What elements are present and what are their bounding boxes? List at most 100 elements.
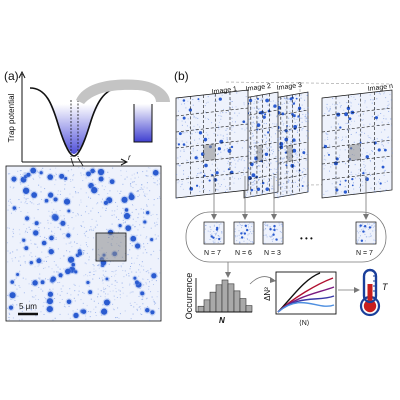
atom-spot: [46, 305, 53, 313]
image-n: [321, 89, 393, 199]
atom-spot: [71, 262, 76, 267]
atom-spot: [229, 170, 234, 175]
atom-spot: [243, 232, 247, 235]
atom-spot: [248, 98, 253, 103]
variance-x-label: ⟨N⟩: [299, 319, 310, 327]
atom-spot: [365, 155, 369, 159]
atom-spot: [188, 108, 193, 112]
atom-spot: [12, 206, 17, 210]
atom-spot: [30, 167, 37, 174]
atom-spot: [208, 179, 211, 182]
atom-spot: [24, 216, 30, 221]
atom-spot: [105, 277, 109, 281]
image-3: [273, 91, 309, 199]
atom-spot: [67, 209, 71, 213]
atom-spot: [272, 233, 275, 236]
atom-spot: [227, 148, 232, 153]
atom-spot: [31, 192, 38, 198]
image-2-label: Image 2: [245, 83, 271, 93]
trap-potential-well: [29, 87, 121, 157]
atom-spot: [264, 152, 269, 156]
atom-spot: [281, 112, 285, 116]
atom-spot: [97, 168, 105, 176]
crop-2-count: N = 6: [235, 250, 252, 257]
crop-n-count: N = 7: [356, 250, 373, 257]
atom-spot: [9, 292, 16, 299]
atom-spot: [302, 151, 306, 155]
trap-axes: [18, 70, 129, 166]
atom-spot: [203, 174, 206, 177]
atom-spot: [66, 233, 71, 238]
histogram-bar: [197, 305, 205, 313]
atom-spot: [250, 188, 254, 192]
image-n-label: Image n: [367, 83, 393, 93]
atom-spot: [351, 178, 354, 181]
atom-spot: [279, 142, 284, 146]
atom-spot: [362, 171, 365, 175]
image-1-label: Image 1: [211, 86, 237, 96]
atom-spot: [197, 98, 200, 101]
atom-spot: [359, 224, 362, 227]
histogram-bars: [197, 279, 253, 313]
atom-spot: [109, 179, 115, 185]
atom-spot: [269, 228, 272, 231]
atom-spot: [336, 112, 341, 117]
selected-region: [348, 143, 361, 161]
atom-spot: [47, 291, 54, 297]
atom-spot: [265, 187, 270, 191]
atom-spot: [275, 238, 278, 241]
variance-curves: [277, 272, 335, 313]
atom-spot: [65, 268, 71, 275]
atom-spot: [215, 171, 219, 175]
temperature-label: T: [382, 282, 389, 292]
atom-spot: [189, 187, 194, 191]
atom-spot: [343, 190, 348, 194]
atom-spot: [227, 168, 230, 171]
atom-spot: [33, 230, 39, 236]
atom-spot: [292, 102, 296, 105]
atom-spot: [290, 163, 295, 168]
atom-spot: [279, 145, 284, 150]
crops: [203, 221, 377, 245]
atom-spot: [134, 280, 139, 285]
trap-potential-axis-label: Trap potential: [7, 93, 16, 142]
atom-spot: [66, 299, 72, 305]
atom-spot: [339, 126, 342, 129]
atom-spot: [273, 104, 277, 108]
atom-spot: [297, 106, 302, 110]
selected-region: [95, 232, 127, 262]
atom-spot: [267, 109, 271, 113]
crop-1-count: N = 7: [204, 250, 221, 257]
atom-spot: [381, 165, 385, 169]
atom-spot: [60, 220, 66, 226]
atom-spot: [53, 197, 58, 202]
histogram-bar: [245, 305, 253, 313]
atom-spot: [11, 176, 17, 182]
atom-spot: [377, 148, 381, 152]
atom-spot: [218, 97, 222, 101]
atom-spot: [195, 184, 199, 187]
atom-spot: [151, 273, 157, 279]
atom-spot: [24, 246, 29, 251]
atom-spot: [77, 251, 83, 256]
atom-spot: [103, 200, 108, 205]
atom-spot: [182, 99, 186, 102]
atom-spot: [46, 298, 54, 305]
atom-spot: [212, 236, 215, 239]
atom-spot: [182, 116, 186, 120]
crop-image: [262, 221, 284, 245]
atom-spot: [48, 248, 54, 255]
atom-spot: [73, 312, 79, 319]
selected-region: [256, 144, 263, 162]
atom-spot: [273, 224, 276, 228]
atom-spot: [266, 131, 270, 134]
atom-spot: [178, 132, 182, 136]
atom-spot: [133, 276, 137, 280]
atom-spot: [177, 143, 181, 146]
atom-spot: [204, 163, 208, 168]
atom-spot: [26, 172, 31, 177]
atom-spot: [203, 137, 208, 142]
atom-spot: [106, 197, 113, 204]
atom-spot: [29, 260, 34, 265]
